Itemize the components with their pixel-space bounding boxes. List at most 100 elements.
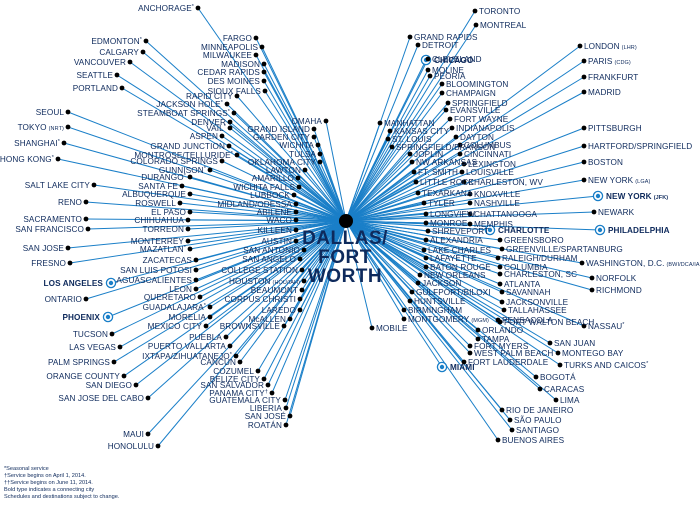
destination-dot — [193, 277, 199, 283]
destination-name: ASPEN — [190, 132, 218, 141]
destination-name: MOBILE — [376, 324, 408, 333]
route-line — [229, 121, 347, 222]
hub-dot — [339, 214, 353, 228]
destination-name: ANCHORAGE — [138, 4, 192, 13]
destination-name: JACKSON HOLE — [156, 100, 221, 109]
destination-dot — [591, 209, 597, 215]
destination-name: FORT MYERS — [474, 342, 529, 351]
destination-footnote-mark: * — [221, 100, 224, 106]
route-line — [345, 102, 449, 222]
destination-dot — [581, 125, 587, 131]
route-line — [179, 202, 347, 222]
route-line — [221, 135, 347, 222]
route-line — [345, 220, 583, 264]
destination-dot — [595, 193, 601, 199]
destination-dot — [445, 100, 451, 106]
route-line — [345, 161, 413, 222]
destination-label: EDMONTON* — [91, 37, 142, 46]
destination-label: GULFPORT/BILOXI — [416, 288, 491, 297]
route-line — [345, 136, 457, 222]
destination-label: CHARLESTON, SC — [504, 270, 577, 279]
destination-name: TAMPA — [482, 335, 510, 344]
destination-label: FT. SMITH — [418, 168, 458, 177]
destination-footnote-mark: * — [622, 322, 625, 328]
destination-dot — [83, 216, 89, 222]
route-line — [181, 185, 347, 222]
destination-label: ST. LOUIS — [392, 135, 432, 144]
destination-name: LAREDO — [262, 306, 296, 315]
destination-dot — [467, 200, 473, 206]
destination-dot — [421, 247, 427, 253]
destination-name: SPRINGFIELD — [452, 99, 508, 108]
route-line — [123, 220, 347, 377]
destination-dot — [415, 42, 421, 48]
destination-dot — [185, 226, 191, 232]
route-line — [345, 24, 477, 222]
destination-dots — [55, 5, 606, 449]
destination-label: OMAHA — [291, 117, 322, 126]
route-line — [267, 220, 347, 386]
destination-dot — [409, 159, 415, 165]
destination-dot — [581, 323, 587, 329]
route-line — [189, 220, 347, 250]
destination-name: MONTEGO BAY — [562, 349, 624, 358]
destination-label: MEMPHIS — [474, 220, 513, 229]
route-line — [263, 63, 347, 222]
destination-dot — [547, 340, 553, 346]
destination-airport-code: (CDG) — [614, 60, 630, 66]
destination-airport-code: (NRT) — [49, 126, 64, 132]
destination-name: LIMA — [560, 396, 580, 405]
destination-dot — [499, 299, 505, 305]
route-line — [263, 220, 347, 380]
destination-name: EVANSVILLE — [450, 106, 501, 115]
route-line — [345, 153, 461, 222]
destination-label: HONG KONG* — [0, 155, 55, 164]
destination-label: COLUMBIA — [504, 263, 548, 272]
destination-name: GUNNISON — [159, 166, 204, 175]
destination-name: LUBBOCK — [250, 191, 290, 200]
footnote-seasonal: *Seasonal service — [4, 466, 49, 472]
destination-name: HONG KONG — [0, 155, 52, 164]
destination-footnote-mark: * — [224, 124, 227, 130]
destination-label: LONGVIEW — [430, 210, 475, 219]
destination-name: RAPID CITY — [186, 92, 233, 101]
destination-footnote-mark: * — [184, 245, 187, 251]
destination-name: MIDLAND/ODESSA — [217, 200, 292, 209]
route-line — [345, 220, 559, 354]
destination-name: MONTERREY — [131, 237, 185, 246]
destination-name: JACKSON — [422, 279, 461, 288]
destination-dot — [287, 413, 293, 419]
destination-name: CARACAS — [544, 385, 585, 394]
destination-name: MONROE — [430, 219, 468, 228]
route-line — [142, 51, 347, 222]
destination-dot — [302, 167, 308, 173]
route-line — [345, 220, 537, 378]
destination-label: SAN FRANCISCO — [15, 225, 84, 234]
destination-dot — [459, 169, 465, 175]
route-line — [345, 202, 425, 222]
destination-name: OMAHA — [291, 117, 322, 126]
destination-label: COLORADO SPRINGS — [130, 157, 218, 166]
destination-name: JACKSONVILLE — [506, 298, 569, 307]
route-line — [345, 91, 585, 222]
destination-name: KILLEEN — [258, 226, 292, 235]
destination-label: BELIZE CITY — [210, 375, 261, 384]
destination-label: CALGARY — [99, 48, 139, 57]
destination-dot — [423, 255, 429, 261]
route-line — [229, 127, 347, 222]
destination-label: McALLEN — [248, 315, 286, 324]
route-line — [345, 181, 465, 222]
destination-label: IXTAPA/ZIHUATANEJO* — [142, 352, 233, 361]
destination-label: CANCUN — [200, 358, 236, 367]
destination-label: GRAND JUNCTION — [150, 142, 225, 151]
destination-name: CHATTANOOGA — [474, 210, 538, 219]
destination-label: MAUI — [123, 430, 144, 439]
destination-name: MADISON — [221, 60, 260, 69]
destination-dot — [295, 175, 301, 181]
destination-label: TURKS AND CAICOS* — [564, 361, 649, 370]
route-line — [295, 211, 347, 222]
destination-label: MONTERREY — [131, 237, 185, 246]
destination-label: SAN JOSE — [23, 244, 65, 253]
destination-label: RAPID CITY — [186, 92, 233, 101]
route-line — [345, 220, 405, 320]
